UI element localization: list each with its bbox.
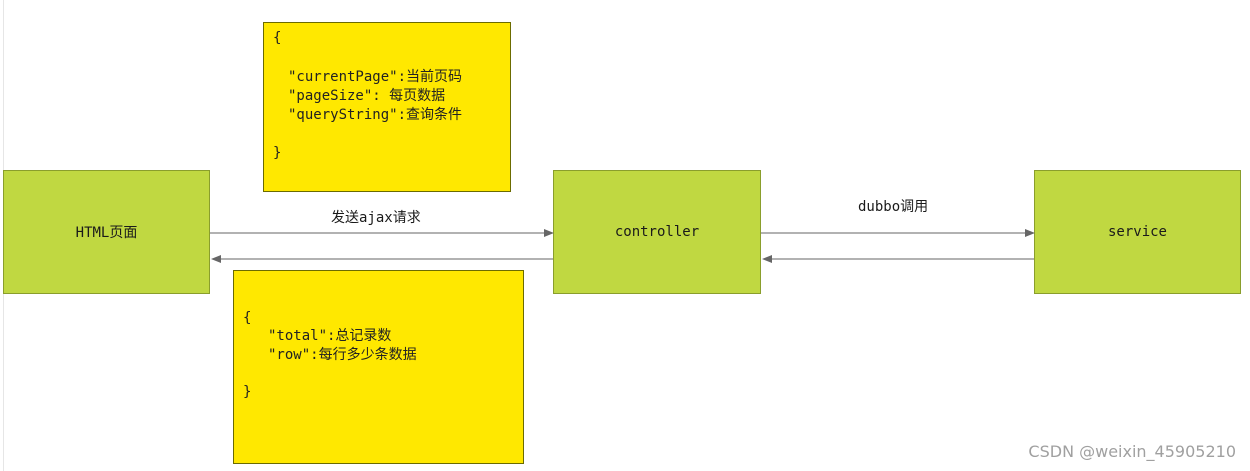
controller-node: controller	[553, 170, 761, 294]
response-note-total: "total":总记录数	[268, 328, 392, 344]
watermark: CSDN @weixin_45905210	[1028, 442, 1236, 461]
request-params-note: { "currentPage":当前页码 "pageSize": 每页数据 "q…	[263, 22, 511, 192]
dubbo-call-label: dubbo调用	[858, 199, 929, 215]
request-note-close-brace: }	[273, 145, 282, 161]
request-note-current-page: "currentPage":当前页码	[288, 69, 463, 85]
html-page-label: HTML页面	[75, 225, 138, 241]
response-note-row: "row":每行多少条数据	[268, 347, 417, 363]
service-node: service	[1034, 170, 1241, 294]
ajax-request-label: 发送ajax请求	[331, 210, 421, 226]
request-note-page-size: "pageSize": 每页数据	[288, 88, 446, 104]
request-note-open-brace: {	[273, 30, 282, 46]
response-data-note: { "total":总记录数 "row":每行多少条数据 }	[233, 270, 524, 464]
service-label: service	[1107, 224, 1167, 240]
controller-label: controller	[614, 224, 700, 240]
html-page-node: HTML页面	[3, 170, 210, 294]
request-note-query-string: "queryString":查询条件	[288, 107, 463, 123]
response-note-close-brace: }	[243, 384, 252, 400]
response-note-open-brace: {	[243, 310, 252, 326]
